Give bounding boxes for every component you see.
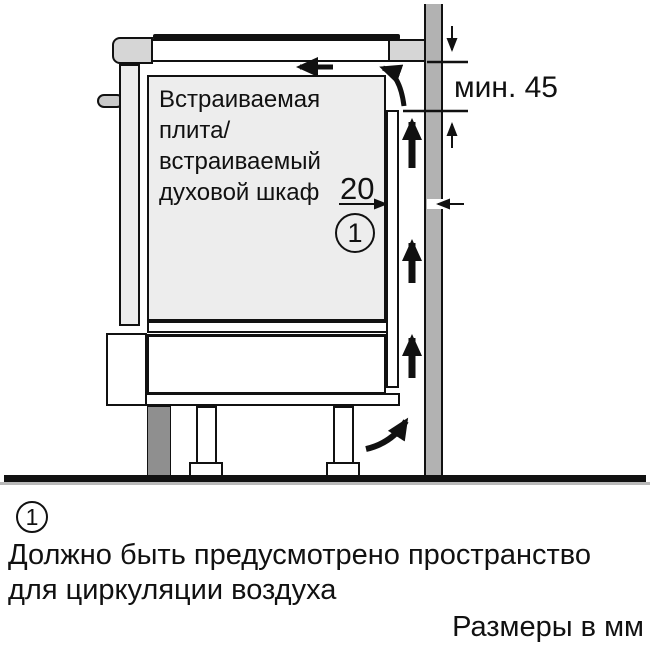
min-clearance-label: мин. 45: [454, 71, 558, 104]
legend-callout-1-marker: 1: [16, 501, 48, 533]
wall: [424, 4, 443, 476]
cabinet-back-panel: [386, 110, 399, 388]
drawer-box: [147, 334, 386, 394]
floor-line: [4, 475, 646, 482]
hob-surface: [153, 34, 400, 40]
worktop-left-edge: [112, 37, 153, 64]
cabinet-leg: [196, 406, 217, 464]
airflow-curve-top-arrow: [379, 64, 407, 107]
units-note: Размеры в мм: [452, 611, 644, 643]
cabinet-leg: [333, 406, 354, 464]
gap-dimension-label: 20: [340, 171, 375, 206]
worktop-right-section: [388, 39, 427, 62]
hob-body: [151, 39, 390, 62]
plinth-panel: [147, 406, 171, 476]
airflow-curve-bottom-arrow: [365, 417, 409, 452]
callout-1-marker: 1: [335, 213, 375, 253]
legend-note: Должно быть предусмотрено пространство д…: [8, 539, 591, 606]
support-rail: [147, 321, 388, 333]
drawer-front-panel: [106, 333, 147, 406]
oven-body: [147, 75, 386, 321]
appliance-label: Встраиваемая плита/ встраиваемый духовой…: [159, 86, 321, 206]
cabinet-bottom-panel: [145, 393, 400, 406]
oven-door-panel: [119, 64, 140, 326]
section-divider: [0, 482, 650, 485]
